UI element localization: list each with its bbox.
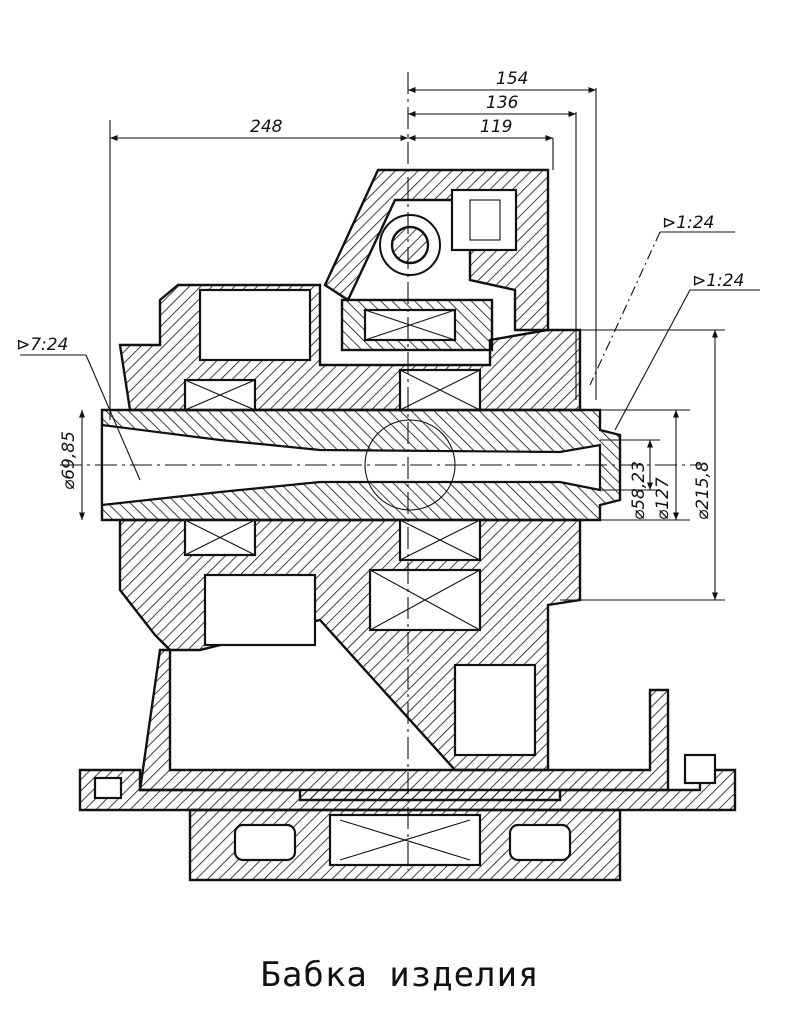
dim-diam-215-8: ⌀215,8: [693, 461, 713, 520]
dim-diam-127: ⌀127: [653, 477, 673, 520]
dim-diam-58-23: ⌀58,23: [629, 461, 649, 520]
bearings: [183, 368, 482, 562]
dim-248: 248: [250, 117, 283, 137]
dim-diam-69-85: ⌀69,85: [59, 431, 79, 490]
dimension-lines: [20, 86, 760, 601]
dim-119: 119: [480, 117, 512, 137]
taper-1-24-upper-label: ⊳1:24: [662, 213, 714, 233]
base: [78, 648, 737, 882]
dim-136: 136: [486, 93, 519, 113]
taper-1-24-lower-label: ⊳1:24: [692, 271, 744, 291]
dim-154: 154: [496, 69, 528, 89]
center-lines: [60, 72, 700, 870]
taper-7-24-label: ⊳7:24: [16, 335, 68, 355]
drawing-caption: Бабка изделия: [260, 955, 540, 995]
upper-gear-housing: [323, 168, 550, 352]
